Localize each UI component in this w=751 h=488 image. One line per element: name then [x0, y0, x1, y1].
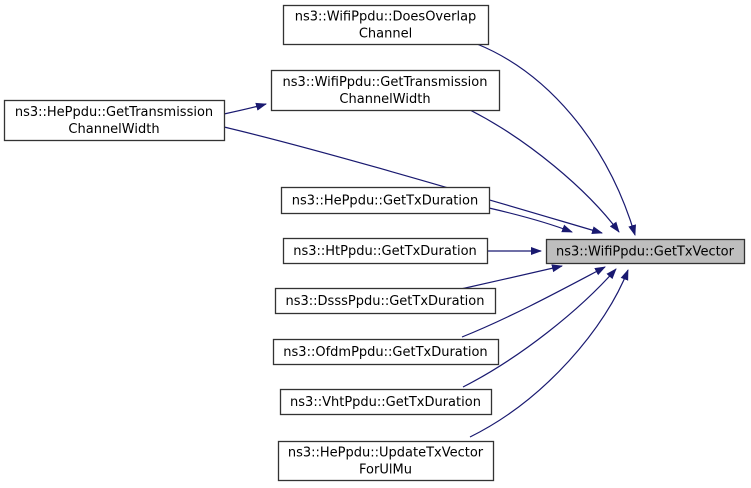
node-rect [274, 287, 497, 315]
node-rect [277, 440, 495, 482]
node-htppdu-gettxduration[interactable]: ns3::HtPpdu::GetTxDuration [282, 237, 489, 265]
node-heppdu-gettxduration[interactable]: ns3::HePpdu::GetTxDuration [280, 186, 491, 215]
edge-dsssppdu-gettxduration--wifippdu-gettxvector [451, 264, 563, 292]
edge-heppdu-gettransmissionchannelwidth--wifippdu-gettxvector [223, 126, 603, 235]
edge-wifippdu-gettransmissionchannelwidth--wifippdu-gettxvector [469, 109, 620, 233]
node-rect [282, 237, 489, 265]
edge-heppdu-gettxduration--wifippdu-gettxvector [488, 207, 573, 233]
node-vhtppdu-gettxduration[interactable]: ns3::VhtPpdu::GetTxDuration [279, 388, 493, 416]
node-rect [280, 186, 491, 215]
node-rect [272, 338, 500, 366]
node-ofdmppdu-gettxduration[interactable]: ns3::OfdmPpdu::GetTxDuration [272, 338, 500, 366]
edge-heppdu-updatetxvectorforulmu--wifippdu-gettxvector [469, 269, 629, 438]
edge-heppdu-gettransmissionchannelwidth--wifippdu-gettransmissionchannelwidth [223, 102, 267, 115]
node-rect [279, 388, 493, 416]
highlighted-node-box [545, 238, 746, 265]
edge-ofdmppdu-gettxduration--wifippdu-gettxvector [461, 266, 606, 338]
node-wifippdu-gettransmissionchannelwidth[interactable]: ns3::WifiPpdu::GetTransmissionChannelWid… [270, 69, 501, 112]
node-wifippdu-gettxvector: ns3::WifiPpdu::GetTxVector [545, 238, 746, 265]
edge-wifippdu-doesoverlapchannel--wifippdu-gettxvector [476, 43, 636, 236]
node-rect [282, 4, 490, 46]
node-rect [270, 69, 501, 112]
node-rect [3, 99, 226, 142]
edge-vhtppdu-gettxduration--wifippdu-gettxvector [462, 268, 617, 388]
node-dsssppdu-gettxduration[interactable]: ns3::DsssPpdu::GetTxDuration [274, 287, 497, 315]
